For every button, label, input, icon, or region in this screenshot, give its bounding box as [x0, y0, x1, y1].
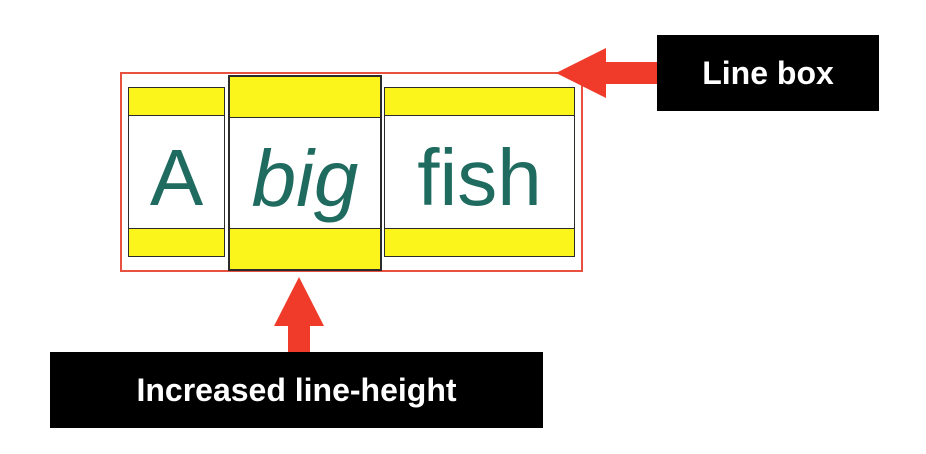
increased-line-height-label: Increased line-height — [50, 352, 543, 428]
arrow-to-line-box-icon — [556, 48, 658, 98]
line-box-outline — [120, 72, 583, 272]
inline-box-a: A — [128, 87, 225, 257]
leading-band-top — [129, 88, 224, 116]
word-fish: fish — [417, 133, 542, 222]
inline-box-fish: fish — [384, 87, 575, 257]
leading-band-bottom — [385, 228, 574, 256]
leading-band-top — [230, 77, 380, 118]
leading-band-bottom — [230, 228, 380, 269]
leading-band-bottom — [129, 228, 224, 256]
leading-band-top — [385, 88, 574, 116]
word-a: A — [149, 133, 204, 222]
word-big: big — [251, 134, 359, 223]
line-box-label: Line box — [657, 35, 879, 111]
arrow-to-big-box-icon — [274, 277, 324, 354]
inline-box-big: big — [228, 75, 382, 271]
